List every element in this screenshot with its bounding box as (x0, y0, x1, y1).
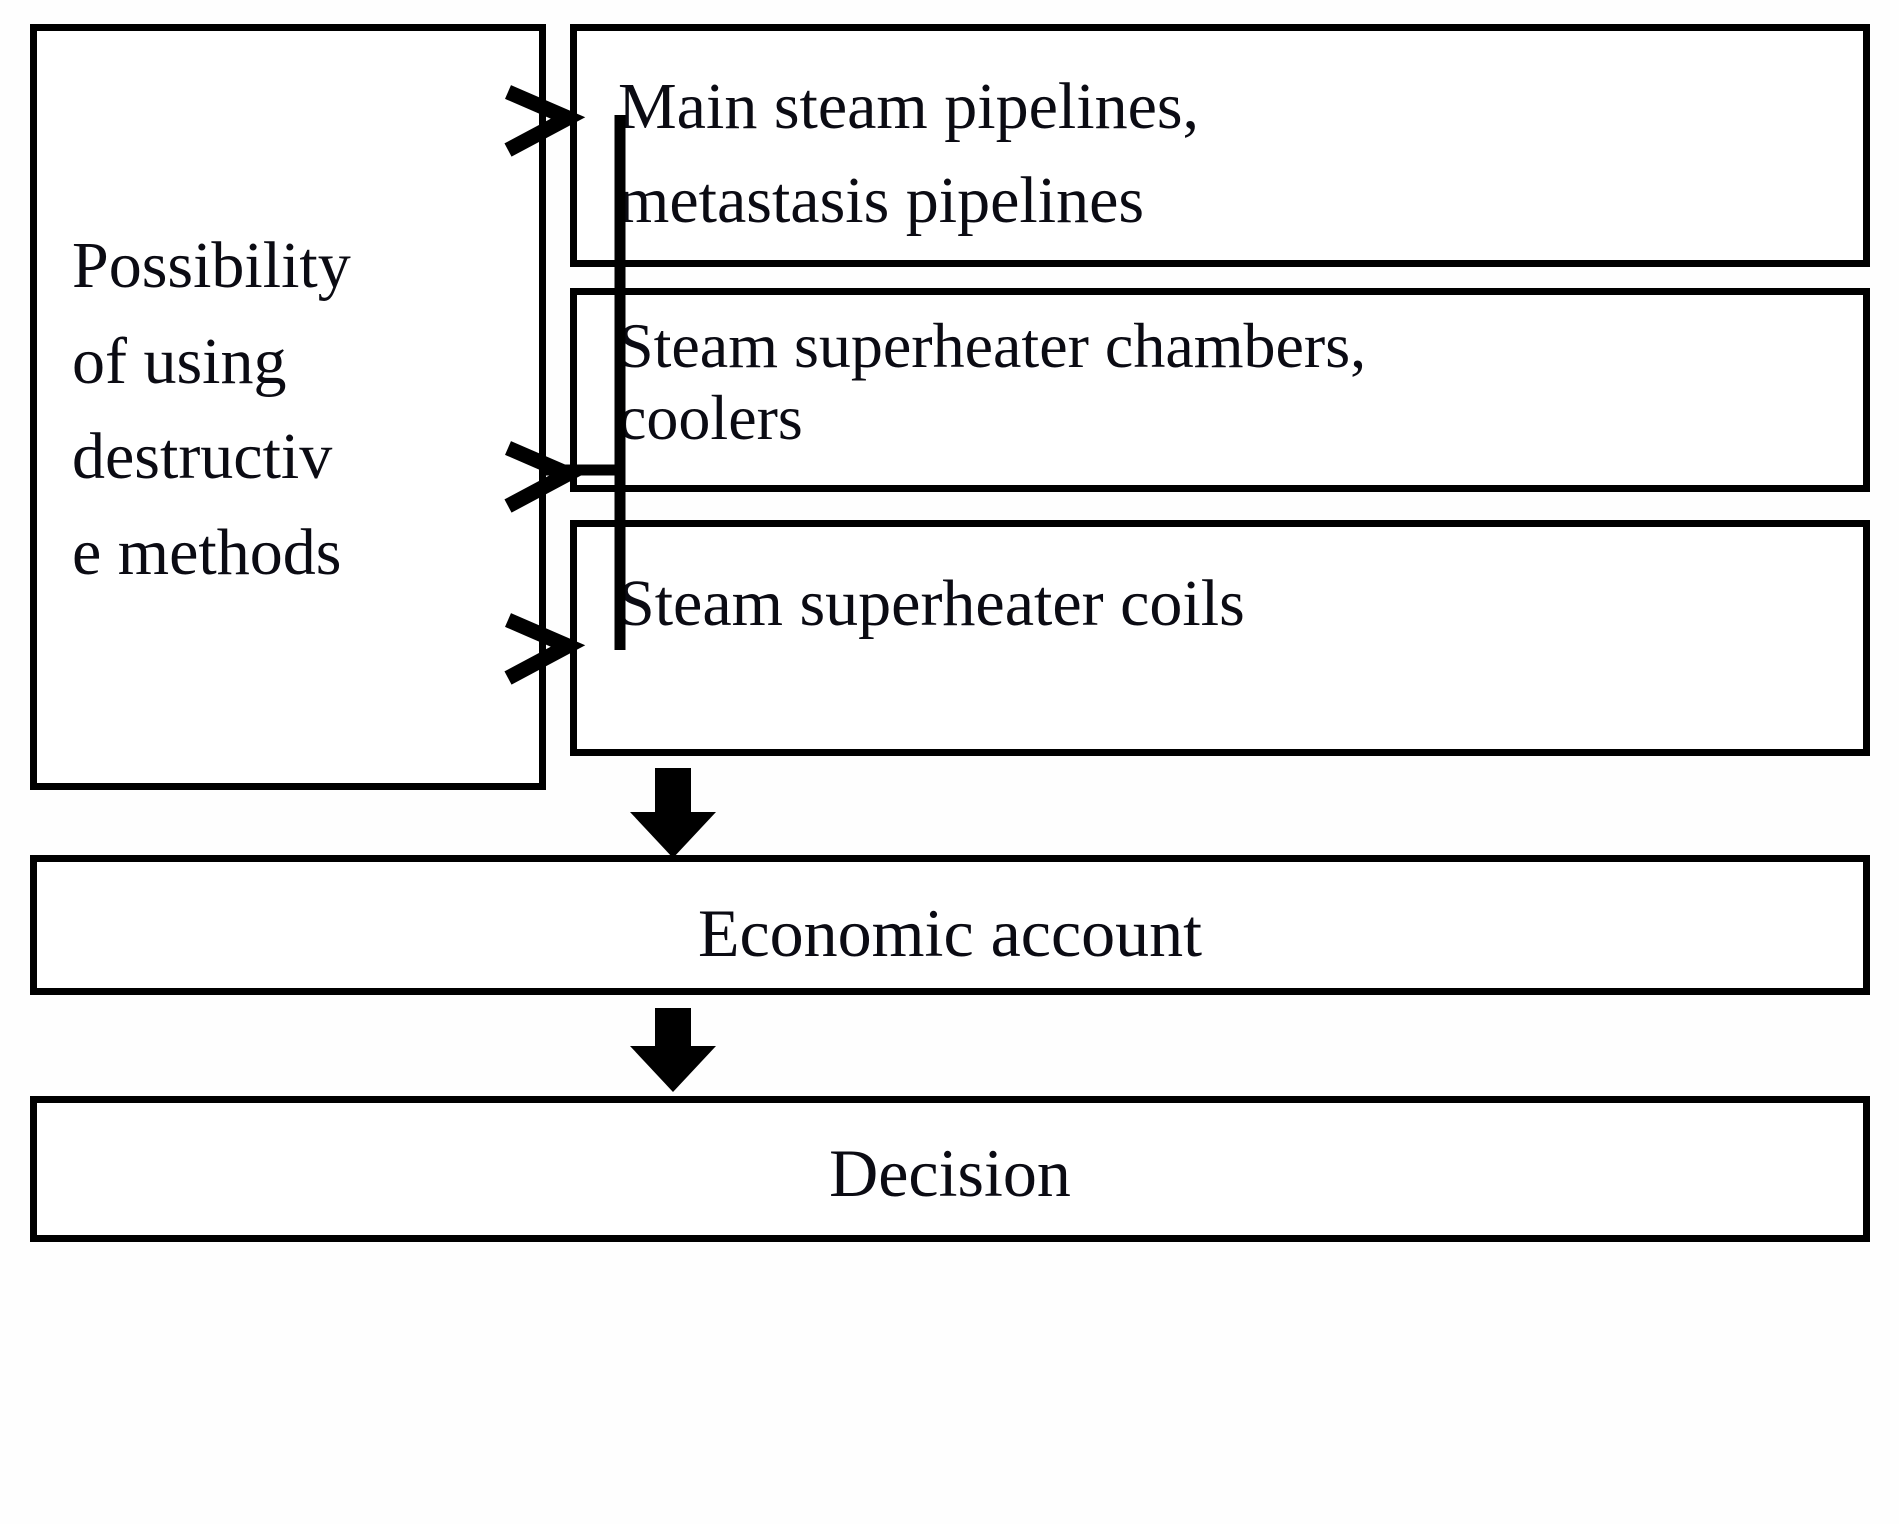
arrow-shaft-coils-to-economic (655, 768, 691, 824)
node-economic-account-box[interactable] (30, 855, 1870, 995)
node-possibility-box[interactable] (30, 24, 546, 790)
arrowhead-down-to-decision (630, 1046, 716, 1092)
arrow-shaft-economic-to-decision (655, 1008, 691, 1058)
node-decision-label: Decision (829, 1135, 1071, 1211)
node-superheater-coils-label: Steam superheater coils (618, 567, 1245, 640)
node-economic-account-label: Economic account (697, 895, 1203, 971)
arrowhead-down-to-economic-account (630, 812, 716, 858)
node-superheater-chambers-box[interactable] (570, 288, 1870, 492)
node-possibility-label: Possibility of using destructiv e method… (72, 229, 351, 590)
node-superheater-coils-box[interactable] (570, 520, 1870, 756)
node-decision-box[interactable] (30, 1096, 1870, 1242)
node-main-steam-pipelines-label: Main steam pipelines, metastasis pipelin… (618, 70, 1200, 237)
node-superheater-chambers-label: Steam superheater chambers, coolers (618, 310, 1367, 453)
node-main-steam-pipelines-box[interactable] (570, 24, 1870, 267)
